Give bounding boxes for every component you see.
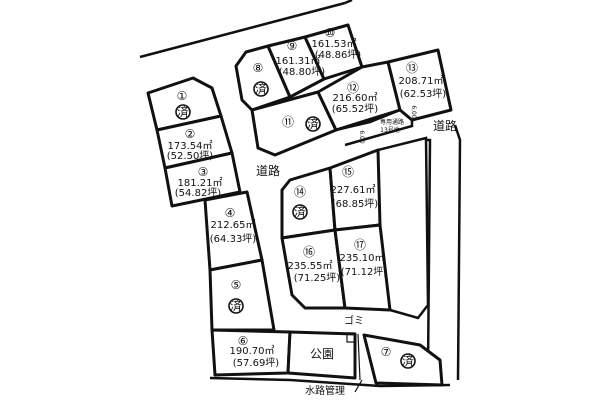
park-label: 公園 bbox=[310, 347, 334, 361]
lot-tsubo: (64.33坪) bbox=[210, 232, 257, 245]
lot-5[interactable] bbox=[208, 258, 276, 332]
lot-tsubo: (71.25坪) bbox=[294, 271, 341, 284]
lot-number: ⑥ bbox=[238, 334, 249, 348]
lot-1[interactable] bbox=[146, 76, 223, 132]
svg-text:済: 済 bbox=[230, 298, 242, 313]
lot-number: ⑪ bbox=[282, 115, 294, 129]
sold-badge: 済 bbox=[228, 298, 244, 314]
boundary-line bbox=[344, 0, 353, 5]
lot-tsubo: (54.82坪) bbox=[175, 186, 222, 199]
lot-number: ⑩ bbox=[325, 26, 336, 40]
svg-text:済: 済 bbox=[255, 81, 267, 96]
lot-number: ③ bbox=[198, 165, 209, 179]
lot-area: 161.31㎡ bbox=[276, 55, 321, 67]
lot-number: ② bbox=[185, 127, 196, 141]
lot-tsubo: (68.85坪) bbox=[332, 197, 379, 210]
lot-number: ⑬ bbox=[406, 61, 418, 75]
lot-area: 235.10㎡ bbox=[340, 252, 385, 264]
lot-number: ⑰ bbox=[354, 238, 366, 252]
lot-tsubo: (57.69坪) bbox=[233, 356, 280, 369]
sold-badge: 済 bbox=[305, 116, 321, 132]
lot-13[interactable] bbox=[386, 48, 453, 122]
svg-text:済: 済 bbox=[294, 204, 306, 219]
lot-area: 181.21㎡ bbox=[178, 177, 223, 189]
boundary-line bbox=[139, 1, 346, 59]
waterway-label: 水路管理 bbox=[305, 384, 345, 397]
lot-tsubo: (48.86坪) bbox=[315, 48, 362, 61]
sold-badge: 済 bbox=[253, 81, 269, 97]
lot-number: ⑧ bbox=[253, 61, 264, 75]
lot-tsubo: (71.12坪) bbox=[341, 265, 388, 278]
lot-area: 212.65㎡ bbox=[211, 219, 256, 231]
svg-text:済: 済 bbox=[177, 104, 189, 119]
lot-4[interactable] bbox=[203, 190, 264, 272]
road-label: 道路 bbox=[256, 163, 280, 178]
lot-number: ① bbox=[177, 89, 188, 103]
park[interactable] bbox=[286, 330, 357, 380]
svg-text:済: 済 bbox=[307, 116, 319, 131]
sold-badge: 済 bbox=[292, 204, 308, 220]
lot-tsubo: (62.53坪) bbox=[400, 87, 447, 100]
garbage-station bbox=[346, 332, 356, 343]
lot-16[interactable] bbox=[280, 228, 347, 310]
garbage-label: ゴミ bbox=[344, 314, 364, 327]
lot-area: 235.55㎡ bbox=[288, 260, 333, 272]
road-edge bbox=[453, 124, 462, 381]
lot-14[interactable] bbox=[280, 166, 337, 240]
svg-text:済: 済 bbox=[402, 353, 414, 368]
lot-area: 161.53㎡ bbox=[312, 38, 357, 50]
block-boundary bbox=[377, 136, 430, 320]
lot-number: ⑤ bbox=[231, 278, 242, 292]
lot-number: ⑫ bbox=[347, 81, 359, 95]
private-road-edge bbox=[335, 108, 414, 147]
waterway-line bbox=[357, 333, 361, 381]
lot-tsubo: (52.50坪) bbox=[167, 149, 214, 162]
waterway-leader bbox=[354, 379, 363, 393]
lot-number: ⑦ bbox=[381, 345, 392, 359]
lot-number: ⑨ bbox=[287, 39, 298, 53]
lot-number: ④ bbox=[225, 206, 236, 220]
private-road-lot-label: 13号地 bbox=[380, 126, 400, 134]
lot-area: 227.61㎡ bbox=[331, 184, 376, 196]
width-label: 6.00 bbox=[410, 105, 417, 119]
road-label-right: 道路 bbox=[433, 118, 457, 133]
lot-area: 216.60㎡ bbox=[333, 92, 378, 104]
lot-tsubo: (48.80坪) bbox=[279, 65, 326, 78]
lot-area: 208.71㎡ bbox=[399, 75, 444, 87]
sold-badge: 済 bbox=[400, 353, 416, 369]
lot-area: 173.54㎡ bbox=[168, 140, 213, 152]
lot-area: 190.70㎡ bbox=[230, 345, 275, 357]
lot-tsubo: (65.52坪) bbox=[332, 102, 379, 115]
sold-badge: 済 bbox=[175, 104, 191, 120]
lot-number: ⑯ bbox=[303, 245, 315, 259]
private-road-label: 専用通路 bbox=[380, 118, 404, 126]
lot-11[interactable] bbox=[250, 90, 338, 157]
lot-number: ⑮ bbox=[342, 165, 354, 179]
lot-number: ⑭ bbox=[294, 185, 306, 199]
width-label: 6.00 bbox=[358, 130, 365, 144]
